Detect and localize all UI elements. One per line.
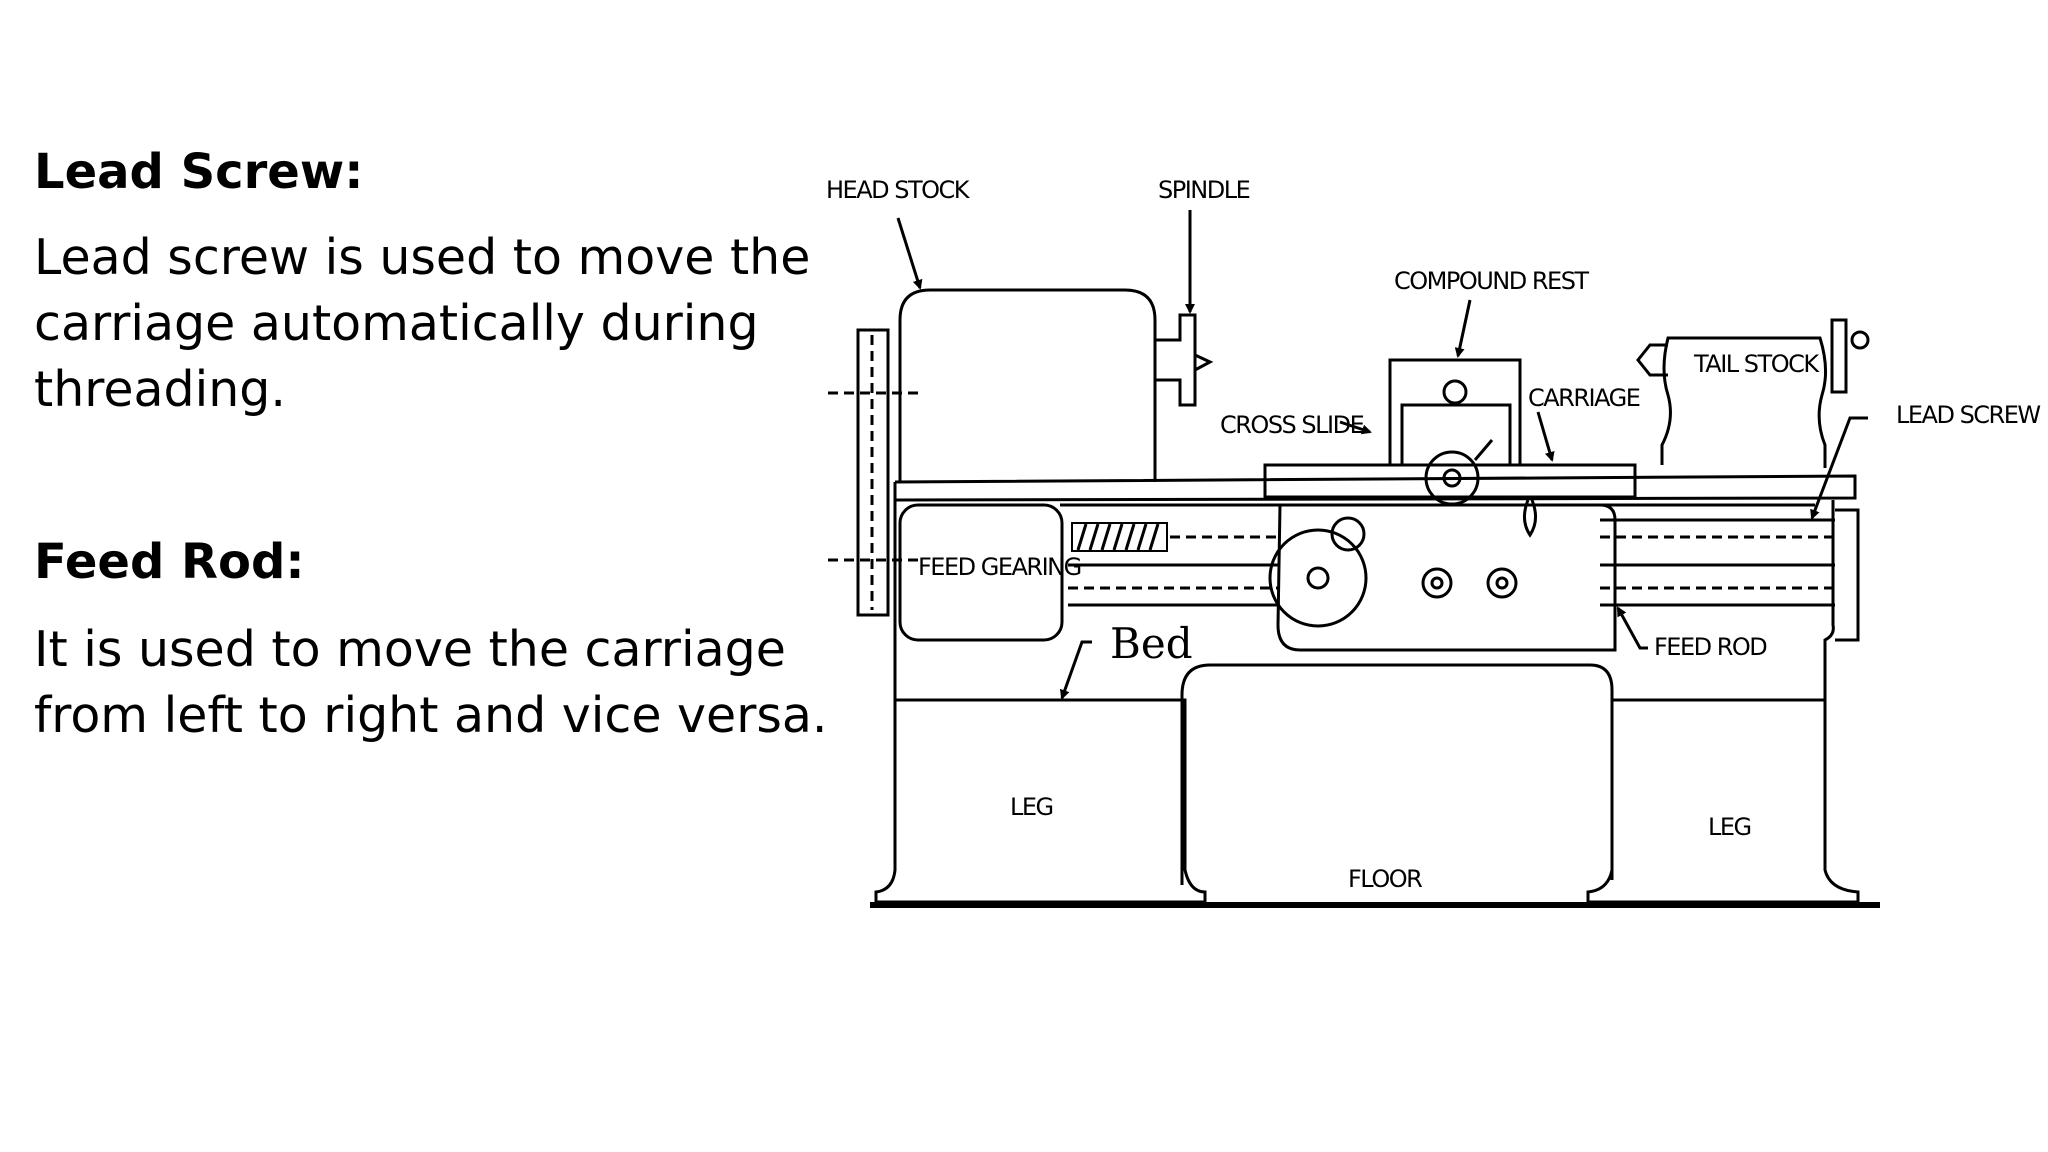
spindle-tip (1194, 353, 1214, 372)
head-stock-body (898, 288, 1157, 482)
apron-dial-right (1486, 567, 1518, 599)
apron-dial-left (1421, 567, 1453, 599)
arrow-compound-rest (1454, 299, 1472, 358)
feed-rod-line: It is used to move the carriage (34, 621, 786, 678)
feed-rod-heading: Feed Rod: (34, 534, 305, 590)
handwheel-outer (1268, 528, 1368, 628)
bed-top-rail (894, 474, 1857, 502)
label-head-stock: HEAD STOCK (826, 176, 971, 204)
tail-stock-quill (1636, 343, 1668, 377)
floor-block-shape (1180, 663, 1614, 885)
handwheel-knob (1330, 516, 1366, 552)
label-lead-screw: LEAD SCREW (1896, 401, 2040, 429)
cross-slide-wheel-core (1442, 468, 1462, 488)
apron-dial-left-core (1430, 576, 1444, 590)
label-feed-gearing: FEED GEARING (918, 553, 1081, 581)
right-leg-shape (1586, 698, 1860, 904)
arrow-lead-screw (1810, 416, 1868, 520)
feed-gearing-box (898, 503, 1064, 642)
tail-stock-handwheel (1830, 318, 1848, 394)
handwheel-inner (1306, 566, 1330, 590)
cross-slide-wheel (1424, 450, 1480, 506)
carriage-apron (1276, 503, 1617, 652)
compound-rest-slide (1400, 403, 1512, 467)
spindle-shape (1155, 313, 1197, 407)
compound-rest-knob (1442, 379, 1468, 405)
label-feed-rod: FEED ROD (1654, 633, 1767, 661)
lead-screw-line: Lead screw is used to move the (34, 229, 811, 286)
right-leg-upper (1823, 500, 1835, 700)
tail-stock-knob (1850, 330, 1870, 350)
tail-stock-body (1660, 336, 1827, 468)
compound-rest-body (1388, 358, 1522, 465)
head-stock-pulley (856, 328, 890, 617)
cross-slide-handle (1473, 439, 1537, 538)
label-floor: FLOOR (1348, 865, 1422, 893)
lead-screw-line: threading. (34, 361, 286, 418)
label-spindle: SPINDLE (1158, 176, 1250, 204)
gear-teeth-hatch (1076, 523, 1160, 551)
label-tail-stock: TAIL STOCK (1693, 350, 1820, 378)
arrow-cross-slide (1339, 420, 1372, 435)
gear-teeth (1071, 522, 1168, 552)
arrow-bed (1059, 640, 1092, 700)
label-carriage: CARRIAGE (1528, 384, 1640, 412)
left-leg-shape (874, 698, 1207, 904)
arrow-feed-rod (1616, 606, 1648, 650)
feed-rod-line: from left to right and vice versa. (34, 687, 828, 744)
apron-dial-right-core (1495, 576, 1509, 590)
arrow-carriage (1536, 411, 1555, 462)
feed-rod-description: It is used to move the carriage from lef… (34, 617, 828, 749)
arrow-head-stock (896, 217, 923, 290)
label-leg-right: LEG (1708, 813, 1751, 841)
label-compound-rest: COMPOUND REST (1394, 267, 1589, 295)
label-bed: Bed (1110, 619, 1193, 668)
label-leg-left: LEG (1010, 793, 1053, 821)
right-end-bracket (1835, 508, 1860, 642)
lead-screw-heading: Lead Screw: (34, 144, 364, 200)
lead-screw-description: Lead screw is used to move the carriage … (34, 225, 824, 423)
lead-screw-line: carriage automatically during (34, 295, 759, 352)
label-cross-slide: CROSS SLIDE (1220, 411, 1364, 439)
